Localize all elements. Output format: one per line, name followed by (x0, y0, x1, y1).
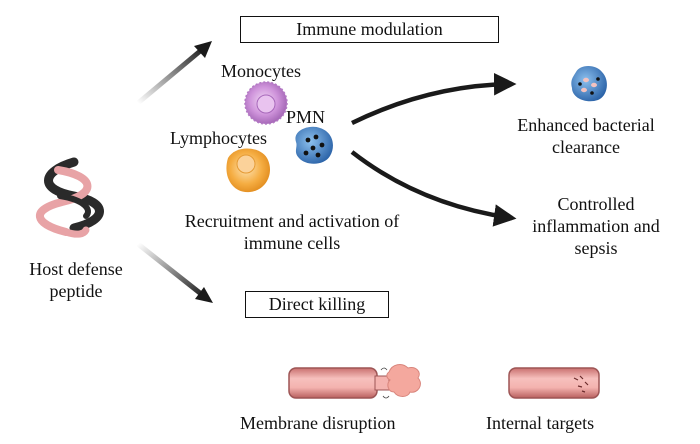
monocytes-label: Monocytes (221, 61, 301, 81)
pmn-label: PMN (286, 107, 326, 127)
pmn-icon (295, 126, 333, 164)
peptide-helix-icon (36, 157, 104, 238)
engulfed-bacterium-icon (571, 66, 607, 102)
arrow-to-controlled-inflammation (350, 150, 517, 227)
membrane-disruption-label: Membrane disruption (240, 413, 396, 433)
direct-killing-box: Direct killing (245, 291, 389, 318)
immune-modulation-box: Immune modulation (240, 16, 499, 43)
lymphocytes-label: Lymphocytes (170, 128, 267, 148)
membrane-disruption-bacterium-icon (288, 364, 421, 399)
lymphocyte-icon (226, 148, 270, 193)
arrow-to-immune-modulation (136, 41, 212, 105)
controlled-line-3: sepsis (574, 238, 618, 258)
enhanced-line-1: Enhanced bacterial (517, 115, 655, 135)
recruitment-line-2: immune cells (243, 233, 341, 253)
internal-targets-label: Internal targets (486, 413, 595, 433)
enhanced-line-2: clearance (552, 137, 620, 157)
immune-modulation-label: Immune modulation (296, 19, 443, 39)
internal-targets-bacterium-icon (508, 367, 600, 399)
controlled-line-2: inflammation and (532, 216, 660, 236)
arrow-to-bacterial-clearance (351, 72, 517, 126)
arrow-to-direct-killing (136, 242, 213, 303)
host-line-1: Host defense (29, 259, 123, 279)
host-defense-peptide-label: Host defense peptide (14, 258, 138, 302)
monocyte-icon (244, 81, 288, 125)
controlled-inflammation-label: Controlled inflammation and sepsis (514, 193, 678, 259)
enhanced-bacterial-clearance-label: Enhanced bacterial clearance (498, 114, 674, 158)
controlled-line-1: Controlled (557, 194, 635, 214)
recruitment-line-1: Recruitment and activation of (184, 211, 400, 231)
direct-killing-label: Direct killing (268, 294, 366, 314)
recruitment-text: Recruitment and activation of immune cel… (150, 210, 434, 254)
host-line-2: peptide (49, 281, 103, 301)
